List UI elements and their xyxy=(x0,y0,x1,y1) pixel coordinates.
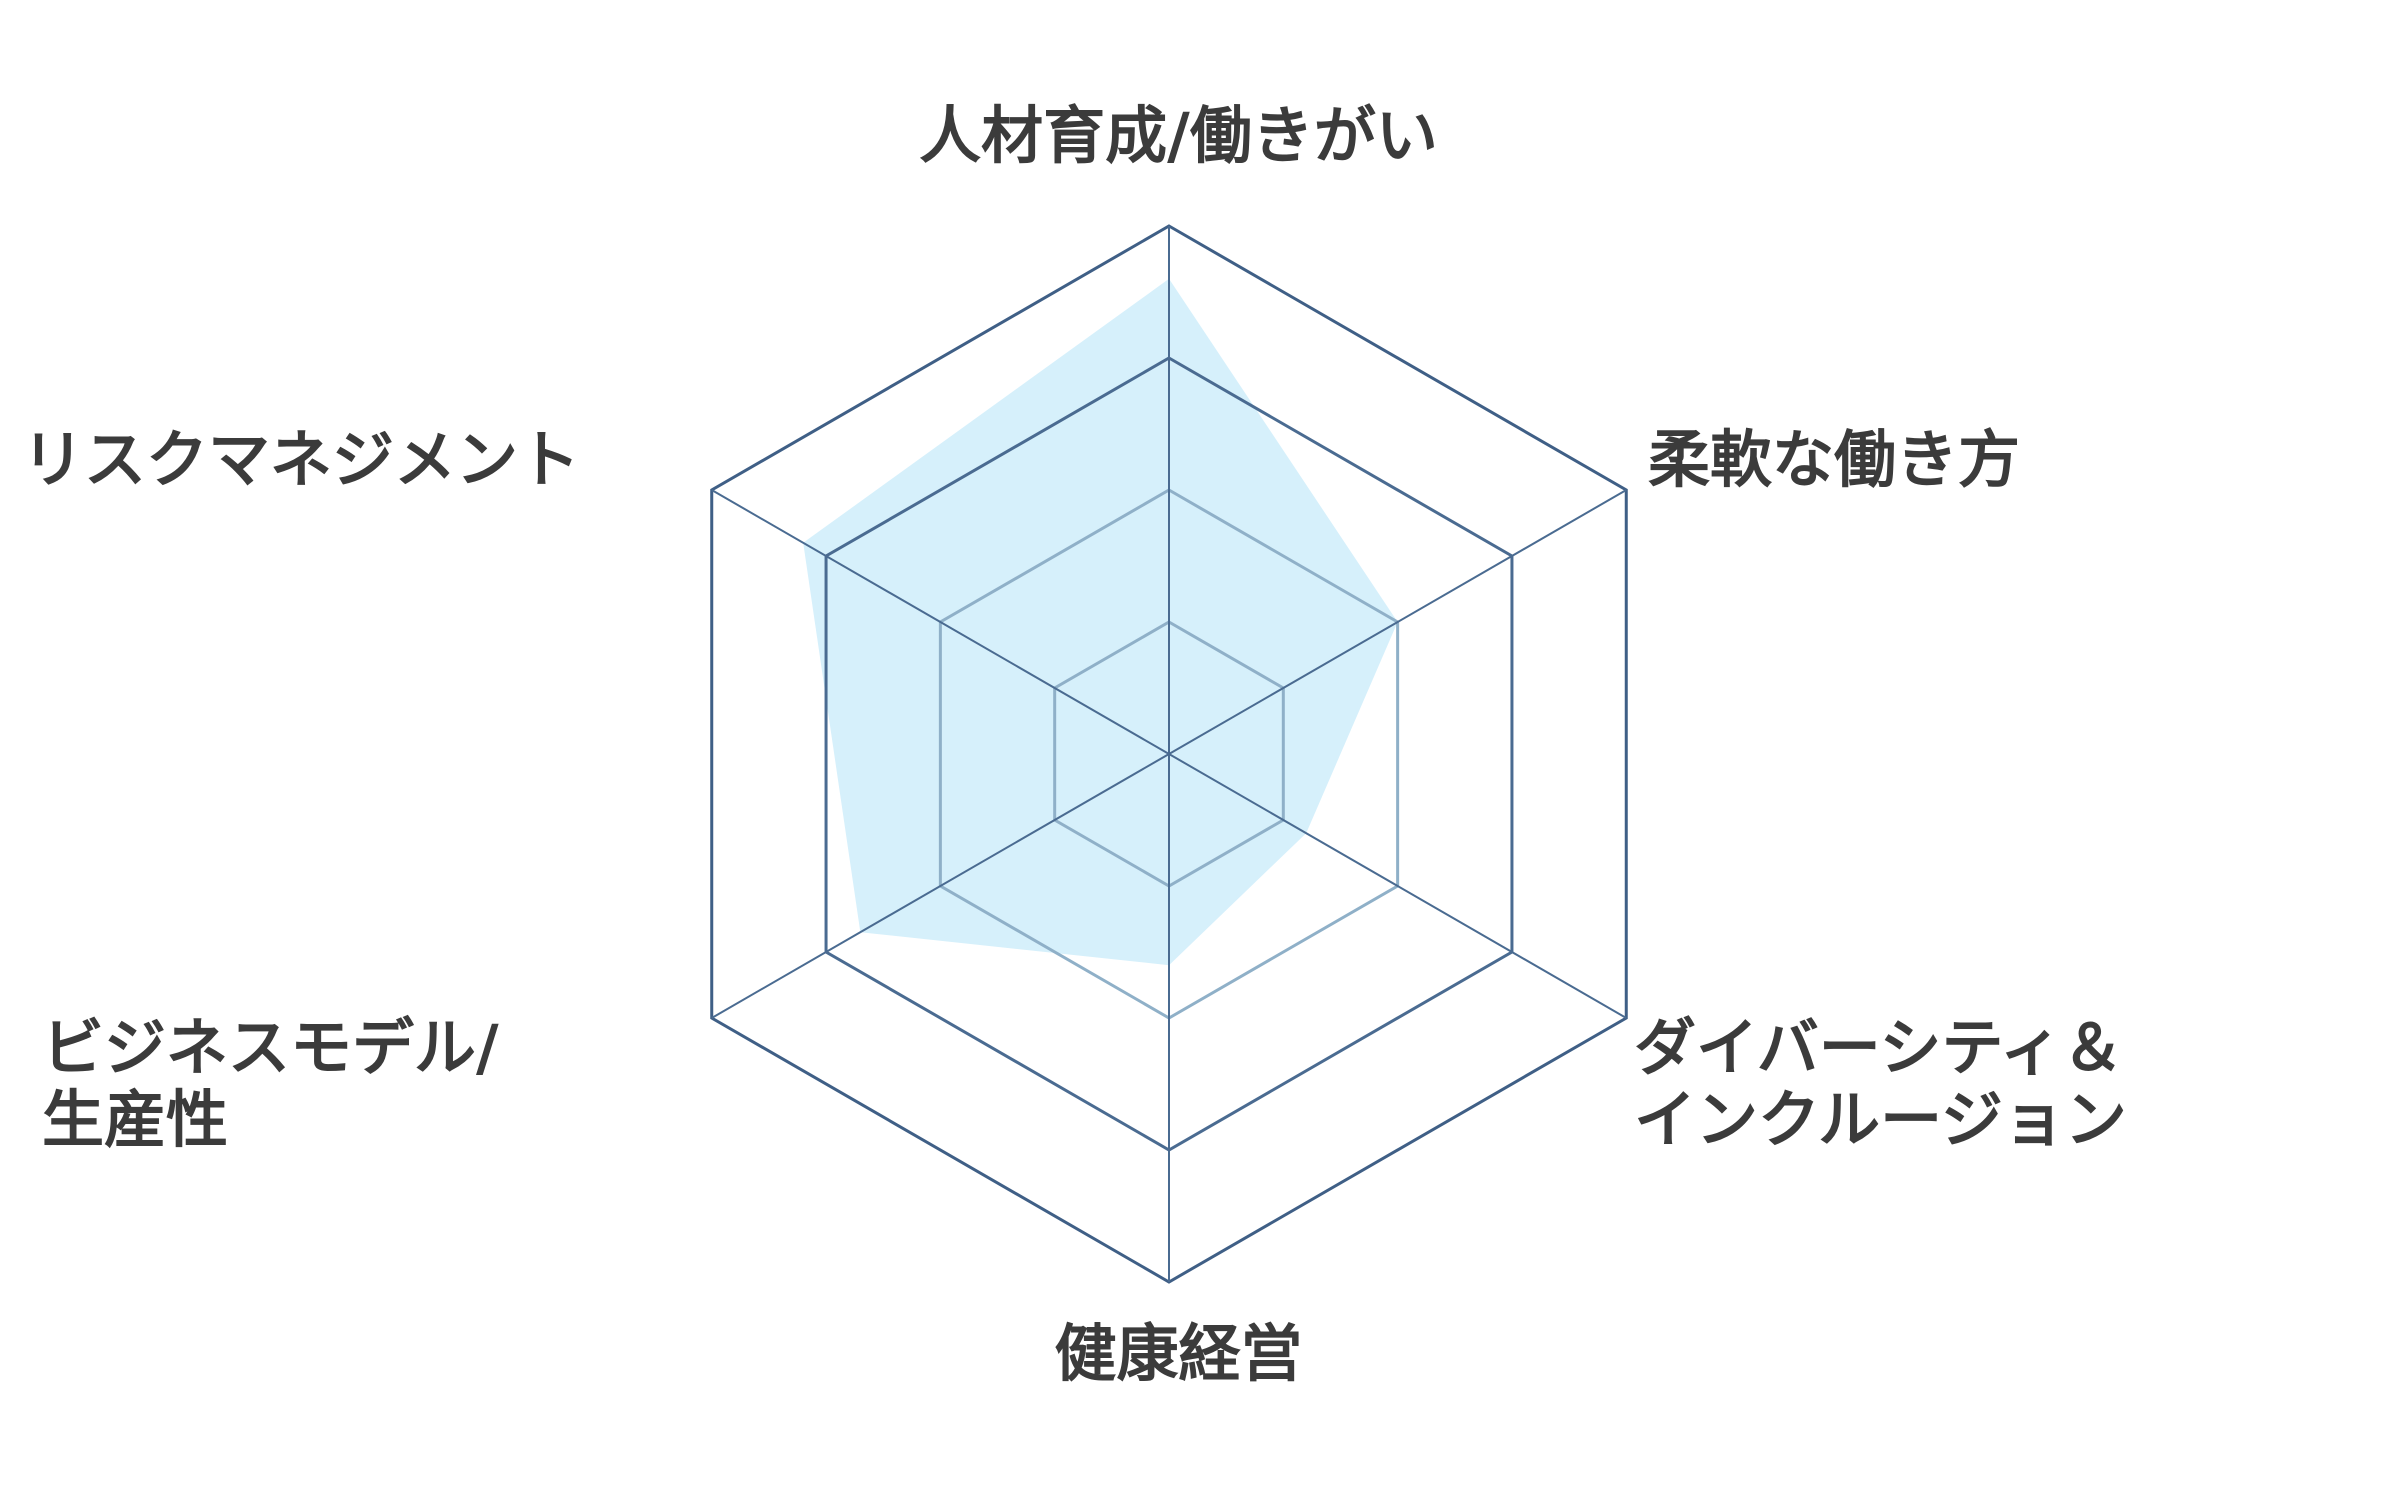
series-fill-layer xyxy=(803,278,1398,966)
axis-label-diversity: ダイバーシティ＆ インクルージョン xyxy=(1634,1012,2127,1156)
axis-label-line: 人材育成/働きがい xyxy=(919,99,1438,172)
axis-label-line: ダイバーシティ＆ xyxy=(1634,1011,2124,1084)
axis-label-jinzai: 人材育成/働きがい xyxy=(0,100,2369,172)
grid-spoke-1 xyxy=(1168,489,1627,755)
axis-label-line: リスクマネジメント xyxy=(22,423,581,496)
axis-label-business-model: ビジネスモデル/ 生産性 xyxy=(42,1012,499,1156)
axis-label-line: 生産性 xyxy=(42,1083,229,1156)
axis-label-health: 健康経営 xyxy=(0,1318,2369,1390)
grid-spoke-5 xyxy=(711,489,1170,755)
series-area-0 xyxy=(803,278,1398,966)
axis-label-flexible-work: 柔軟な働き方 xyxy=(1648,424,2020,496)
grid-spoke-2 xyxy=(1168,753,1627,1019)
grid-layer xyxy=(710,224,1628,1284)
axis-label-line: インクルージョン xyxy=(1634,1083,2127,1156)
axis-label-line: 健康経営 xyxy=(1054,1317,1303,1390)
axis-label-risk: リスクマネジメント xyxy=(22,424,580,496)
axis-label-line: ビジネスモデル/ xyxy=(42,1011,499,1084)
grid-spoke-4 xyxy=(711,753,1170,1019)
axis-label-line: 柔軟な働き方 xyxy=(1648,423,2021,496)
